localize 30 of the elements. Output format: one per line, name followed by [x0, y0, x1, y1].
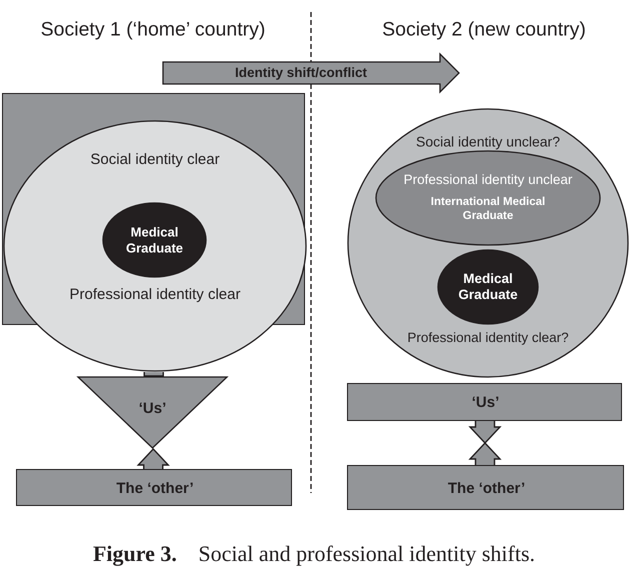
- shift-arrow: [162, 53, 460, 93]
- block-arrow: [468, 442, 502, 466]
- graduate-circle: [437, 249, 539, 325]
- group-box: [347, 465, 624, 510]
- group-box: [347, 383, 622, 421]
- group-label: The ‘other’: [448, 480, 526, 498]
- identity-label: Professional identity unclear: [404, 172, 572, 188]
- group-label: ‘Us’: [138, 400, 166, 418]
- connector-stem: [144, 371, 164, 377]
- group-label: The ‘other’: [116, 480, 194, 498]
- figure-caption: Figure 3. Social and professional identity shifts.: [92, 541, 536, 567]
- block-arrow: [468, 420, 502, 444]
- identity-label: Social identity clear: [90, 151, 220, 169]
- identity-label: Social identity unclear?: [416, 134, 560, 150]
- graduate-label: International Medical Graduate: [430, 196, 546, 224]
- group-label: ‘Us’: [472, 394, 500, 412]
- society-heading: Society 2 (new country): [382, 18, 586, 42]
- identity-circle: [347, 108, 629, 378]
- identity-label: Professional identity clear: [70, 286, 240, 304]
- identity-label: Professional identity clear?: [407, 330, 569, 346]
- identity-ellipse: [3, 120, 307, 372]
- us-triangle: [77, 376, 228, 449]
- society-heading: Society 1 (‘home’ country): [40, 18, 266, 42]
- arrow-label: Identity shift/conflict: [235, 64, 367, 82]
- group-box: [16, 469, 292, 506]
- block-arrow: [136, 448, 170, 470]
- identity-ellipse: [375, 150, 601, 246]
- graduate-label: Medical Graduate: [124, 224, 184, 256]
- graduate-label: Medical Graduate: [457, 270, 519, 304]
- graduate-circle: [102, 202, 207, 278]
